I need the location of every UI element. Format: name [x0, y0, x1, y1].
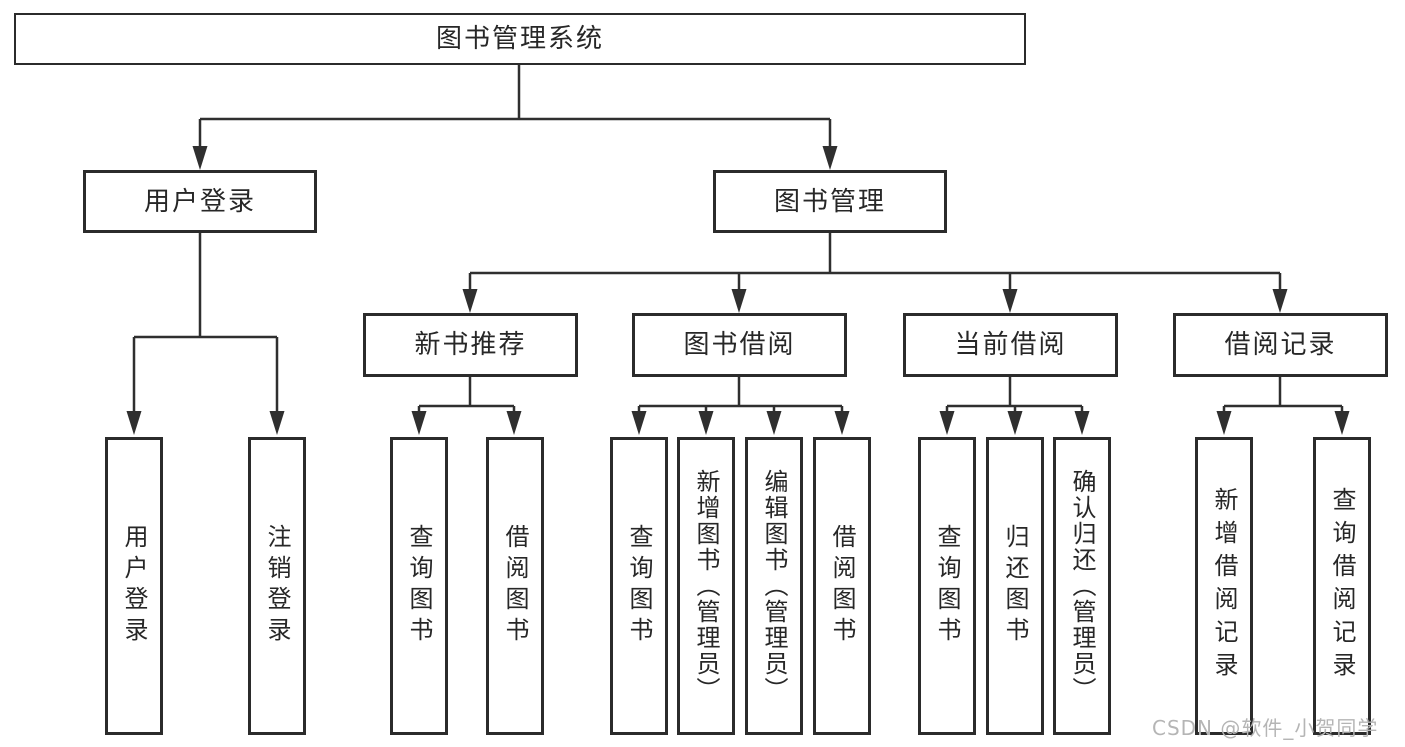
leaf-current-query-books: 查询图书: [918, 437, 976, 735]
node-root-label: 图书管理系统: [435, 24, 604, 54]
node-current-borrow-label: 当前借阅: [954, 330, 1067, 360]
leaf-user-login-label: 用户登录: [120, 524, 148, 648]
node-root: 图书管理系统: [14, 13, 1026, 65]
leaf-records-query-record-label: 查询借阅记录: [1328, 487, 1356, 685]
node-book-borrow: 图书借阅: [632, 313, 847, 377]
node-new-book-recommend: 新书推荐: [363, 313, 578, 377]
leaf-borrow-add-book-admin-label: 新增图书（管理员）: [692, 469, 720, 703]
leaf-recommend-query-books: 查询图书: [390, 437, 448, 735]
leaf-recommend-borrow-books: 借阅图书: [486, 437, 544, 735]
leaf-current-return-book-label: 归还图书: [1001, 524, 1029, 648]
leaf-borrow-edit-book-admin: 编辑图书（管理员）: [745, 437, 803, 735]
leaf-logout-label: 注销登录: [263, 524, 291, 648]
leaf-borrow-borrow-books-label: 借阅图书: [828, 524, 856, 648]
csdn-watermark: CSDN @软件_小贺同学: [1152, 716, 1379, 740]
node-user-login-label: 用户登录: [143, 186, 256, 217]
leaf-logout: 注销登录: [248, 437, 306, 735]
leaf-records-add-record-label: 新增借阅记录: [1210, 487, 1238, 685]
leaf-current-return-book: 归还图书: [986, 437, 1044, 735]
leaf-borrow-query-books: 查询图书: [610, 437, 668, 735]
leaf-current-confirm-return-admin: 确认归还（管理员）: [1053, 437, 1111, 735]
node-user-login: 用户登录: [83, 170, 317, 233]
leaf-borrow-add-book-admin: 新增图书（管理员）: [677, 437, 735, 735]
leaf-user-login: 用户登录: [105, 437, 163, 735]
node-book-borrow-label: 图书借阅: [683, 330, 796, 360]
node-book-management: 图书管理: [713, 170, 947, 233]
node-current-borrow: 当前借阅: [903, 313, 1118, 377]
node-borrow-record: 借阅记录: [1173, 313, 1388, 377]
leaf-borrow-borrow-books: 借阅图书: [813, 437, 871, 735]
node-book-management-label: 图书管理: [773, 186, 886, 217]
leaf-recommend-borrow-books-label: 借阅图书: [501, 524, 529, 648]
leaf-borrow-edit-book-admin-label: 编辑图书（管理员）: [760, 469, 788, 703]
leaf-borrow-query-books-label: 查询图书: [625, 524, 653, 648]
leaf-current-confirm-return-admin-label: 确认归还（管理员）: [1068, 469, 1096, 703]
node-new-book-recommend-label: 新书推荐: [414, 330, 527, 360]
leaf-recommend-query-books-label: 查询图书: [405, 524, 433, 648]
leaf-current-query-books-label: 查询图书: [933, 524, 961, 648]
leaf-records-query-record: 查询借阅记录: [1313, 437, 1371, 735]
leaf-records-add-record: 新增借阅记录: [1195, 437, 1253, 735]
node-borrow-record-label: 借阅记录: [1224, 330, 1337, 360]
